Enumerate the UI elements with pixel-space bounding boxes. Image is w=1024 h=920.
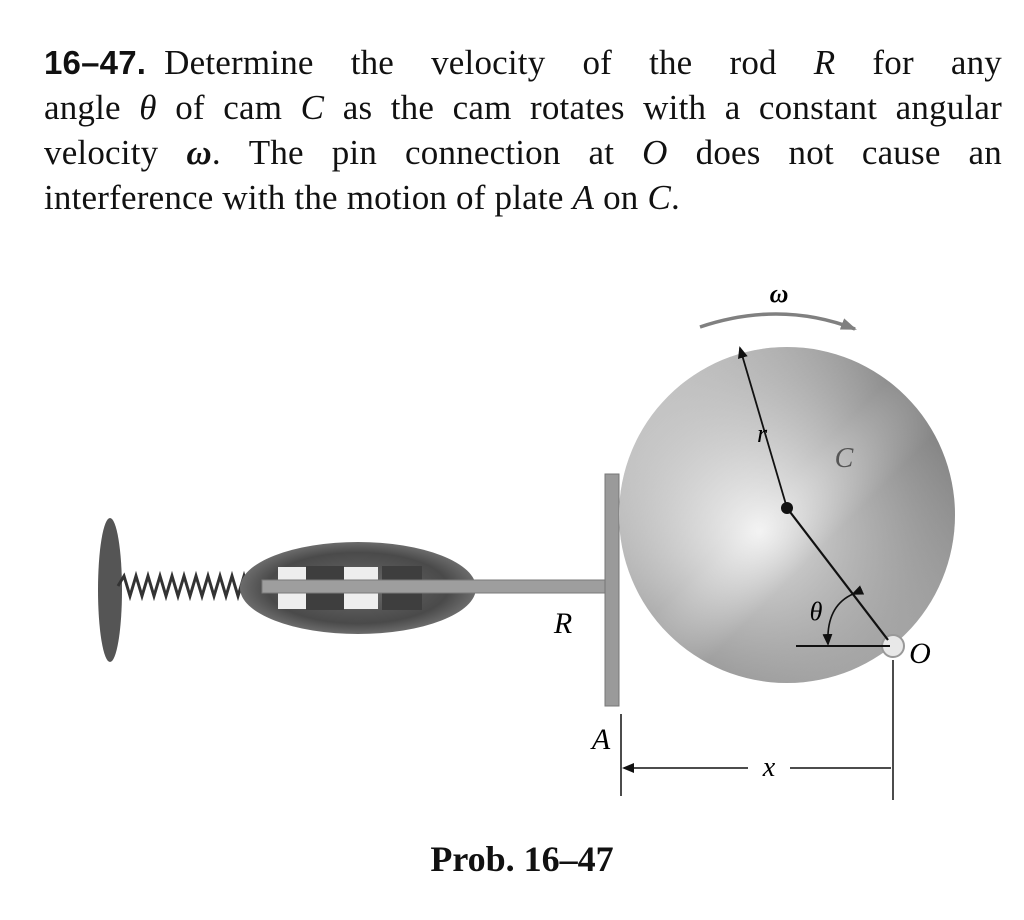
radius-r-arrow	[738, 346, 788, 509]
label-omega: ω	[770, 279, 789, 308]
omega-arrow	[699, 312, 857, 331]
theta-arc	[822, 585, 865, 646]
cam-C-sheen	[619, 347, 955, 683]
label-A: A	[590, 723, 611, 756]
problem-line-3: velocity ω. The pin connection at O does…	[44, 133, 1002, 172]
problem-statement: 16–47.Determine the velocity of the rod …	[44, 40, 1002, 220]
label-theta: θ	[810, 597, 823, 626]
label-C: C	[835, 443, 854, 474]
rod-R	[261, 579, 611, 594]
wall-support	[98, 518, 122, 662]
center-to-O-line	[786, 507, 889, 641]
spring	[116, 570, 264, 602]
problem-line-4: interference with the motion of plate A …	[44, 178, 680, 217]
problem-number: 16–47.	[44, 44, 147, 81]
cam-center-dot	[781, 502, 793, 514]
problem-line-2: angle θ of cam C as the cam rotates with…	[44, 88, 1003, 127]
label-x: x	[762, 752, 776, 783]
label-R: R	[553, 607, 572, 640]
label-O: O	[909, 637, 931, 670]
problem-line-1: 16–47.Determine the velocity of the rod …	[44, 43, 1002, 82]
figure-caption: Prob. 16–47	[430, 839, 614, 879]
label-r: r	[757, 419, 768, 448]
plate-A	[604, 473, 620, 707]
